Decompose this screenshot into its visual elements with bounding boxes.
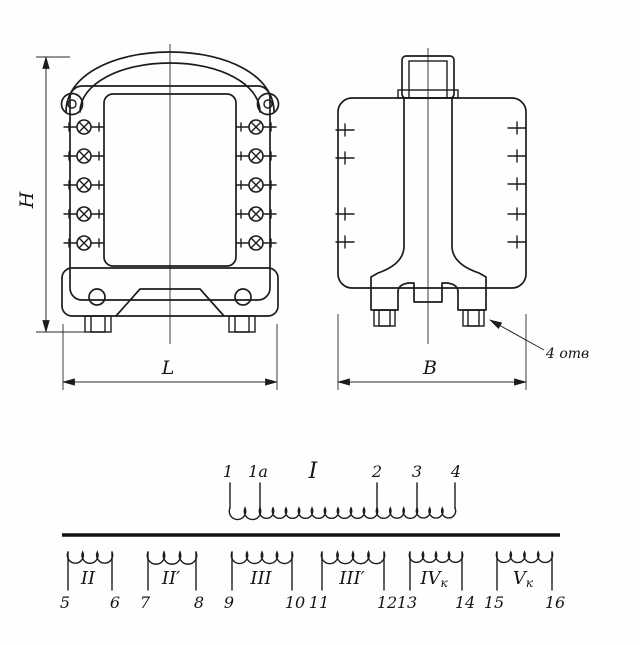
terminal-label-14: 14 — [455, 593, 475, 612]
secondary-winding-ii: II 5 6 — [60, 550, 120, 612]
winding-schematic: 1 1а I 2 3 4 II 5 6 II′ 7 8 III — [60, 459, 565, 612]
winding-label-ii: II — [80, 568, 96, 589]
winding-label-v-k: Vк — [513, 568, 534, 590]
secondary-winding-iii: III 9 10 — [224, 550, 305, 612]
strap-eyelet-left — [60, 92, 84, 116]
terminal-label-10: 10 — [285, 593, 305, 612]
secondary-winding-iii-prime: III′ 11 12 — [309, 550, 397, 612]
coil-loops — [146, 550, 198, 565]
terminal-label-13: 13 — [397, 593, 417, 612]
coil-loops — [230, 550, 294, 565]
coil-loops — [66, 550, 114, 564]
coil-and-bracket — [370, 97, 487, 311]
strap-eyelet-right — [256, 92, 280, 116]
foot-tab-left — [373, 309, 396, 327]
winding-label-primary: I — [308, 459, 319, 484]
primary-winding: 1 1а I 2 3 4 — [223, 459, 461, 521]
side-body — [337, 97, 527, 289]
terminal-label-15: 15 — [484, 593, 504, 612]
winding-label-iii: III — [249, 568, 272, 589]
side-terminal-stubs-right — [507, 121, 527, 249]
winding-label-ii-prime: II′ — [161, 568, 180, 589]
dim-label-b: B — [422, 357, 437, 379]
winding-label-iv-k: IVк — [419, 568, 448, 590]
front-view: H L — [16, 44, 280, 390]
dimension-l: L — [61, 324, 279, 390]
mounting-bracket — [61, 267, 279, 333]
coil-loops — [495, 550, 554, 564]
winding-label-iii-prime: III′ — [338, 568, 364, 589]
coil-loops — [320, 550, 386, 565]
secondary-winding-ii-prime: II′ 7 8 — [140, 550, 204, 612]
terminal-label-4: 4 — [450, 462, 461, 481]
terminal-stub — [507, 235, 527, 249]
terminal-label-16: 16 — [545, 593, 565, 612]
terminal-stub — [507, 177, 527, 191]
terminal-label-1a: 1а — [248, 462, 268, 481]
coil-loops — [408, 550, 464, 563]
dimension-b: B — [336, 314, 528, 390]
dimension-h: H — [16, 55, 88, 334]
front-core-body — [69, 85, 271, 301]
terminal-stub — [507, 149, 527, 163]
terminal-label-7: 7 — [140, 593, 151, 612]
dim-label-h: H — [16, 191, 38, 209]
terminal-label-11: 11 — [309, 593, 329, 612]
terminal-label-8: 8 — [194, 593, 204, 612]
terminal-label-2: 2 — [371, 462, 382, 481]
side-view: B 4 отв — [335, 48, 589, 390]
mounting-hole-right — [234, 288, 252, 306]
foot-tab-right — [462, 309, 485, 327]
terminal-stub — [507, 121, 527, 135]
dim-label-l: L — [161, 357, 175, 379]
bracket-rib — [115, 288, 225, 317]
front-core-window — [103, 93, 237, 267]
carrying-strap — [60, 51, 280, 116]
foot-tab-right — [228, 315, 256, 333]
foot-tab-left — [84, 315, 112, 333]
holes-callout: 4 отв — [489, 319, 589, 362]
terminal-label-3: 3 — [412, 462, 422, 481]
primary-coil-loops — [228, 506, 457, 521]
mounting-hole-left — [88, 288, 106, 306]
terminal-label-1: 1 — [223, 462, 233, 481]
holes-note: 4 отв — [545, 346, 589, 362]
secondary-winding-iv-k: IVк 13 14 — [397, 550, 475, 612]
callout-leader — [489, 319, 545, 351]
terminal-label-9: 9 — [224, 593, 234, 612]
side-foot-tabs — [373, 309, 485, 327]
terminal-label-6: 6 — [110, 593, 120, 612]
secondary-winding-v-k: Vк 15 16 — [484, 550, 565, 612]
terminal-label-12: 12 — [377, 593, 397, 612]
terminal-stub — [507, 207, 527, 221]
terminal-label-5: 5 — [60, 593, 70, 612]
